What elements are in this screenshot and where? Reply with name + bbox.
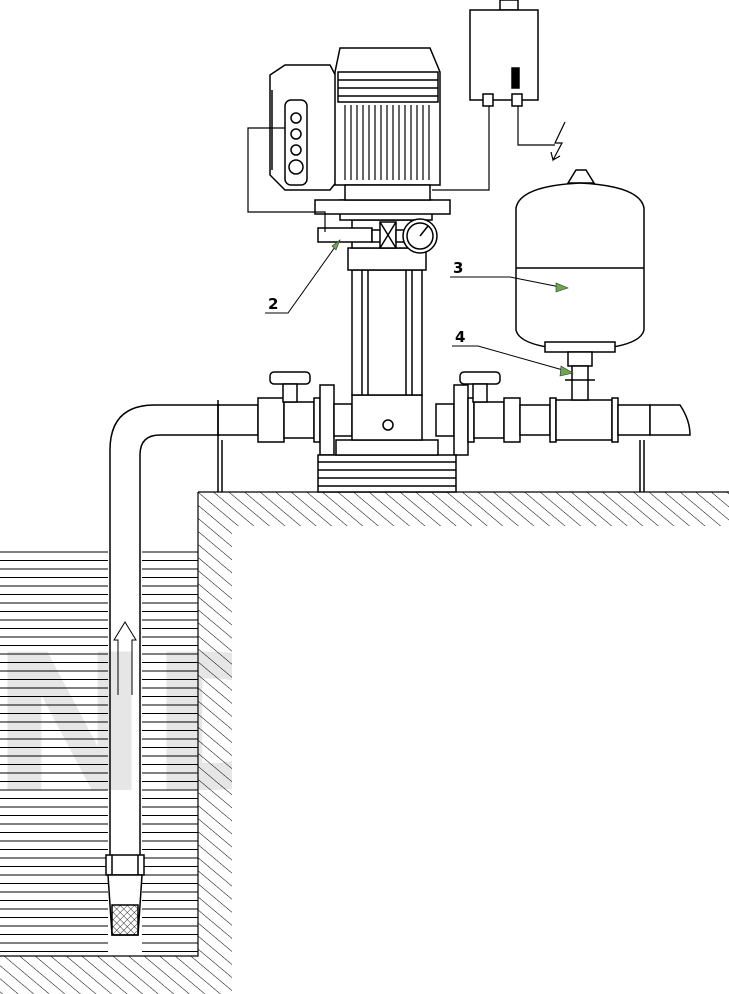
control-wiring [247, 100, 555, 232]
callout-3: 3 [453, 259, 463, 277]
suction-pipe [105, 404, 220, 936]
pressure-tank [515, 169, 645, 401]
lightning-bolt-icon [550, 121, 566, 162]
callout-pointers [331, 239, 574, 377]
callout-4: 4 [455, 328, 465, 346]
power-supply-box [469, 0, 539, 107]
callout-2: 2 [268, 295, 278, 313]
flow-arrow-icon [113, 621, 137, 695]
pressure-gauge-icon [317, 218, 438, 254]
callout-leaders [265, 239, 571, 373]
well-water [0, 551, 198, 952]
pipeline [217, 371, 691, 492]
motor-fins [344, 105, 430, 180]
frequency-controller [269, 64, 339, 191]
ground [0, 491, 729, 994]
